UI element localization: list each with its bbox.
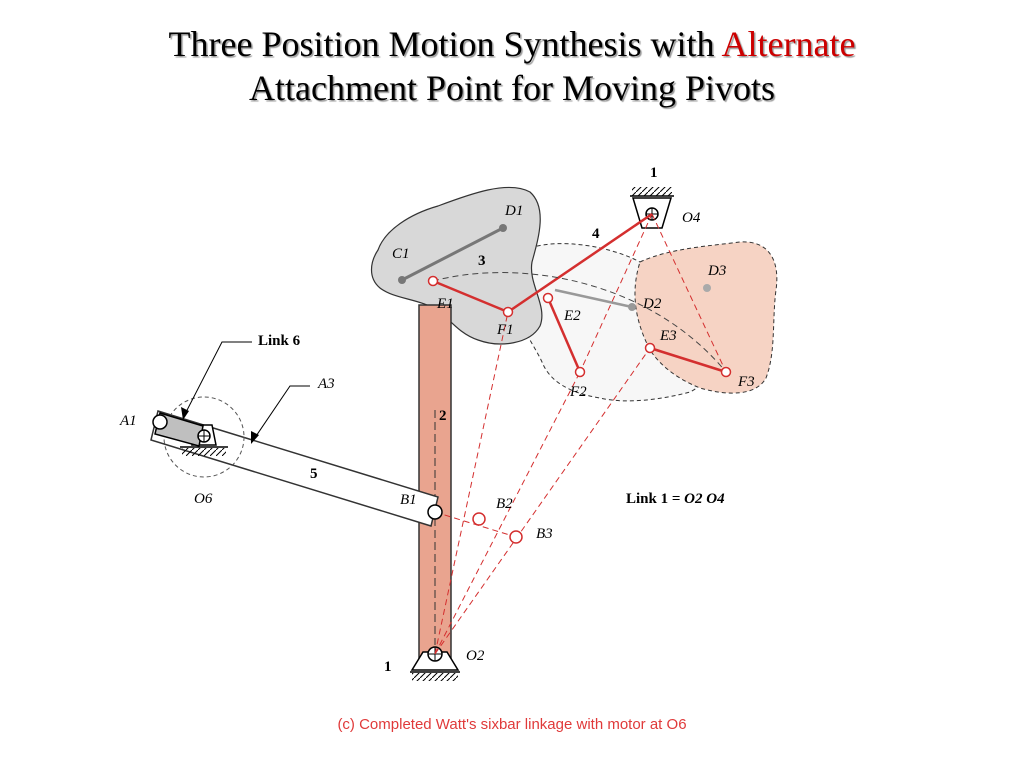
red-links [432, 212, 727, 374]
title-line-2: Attachment Point for Moving Pivots [249, 68, 775, 108]
ground-hatch-o4 [632, 187, 672, 196]
label-a3: A3 [317, 376, 335, 392]
a3-callout-line [251, 385, 310, 443]
title-line-1: Three Position Motion Synthesis with Alt… [0, 22, 1024, 66]
link-3-label: 3 [478, 253, 486, 269]
link-4-label: 4 [592, 226, 600, 242]
joint-b1 [427, 504, 443, 520]
point-f1 [502, 306, 514, 318]
link-4-o4-f1 [507, 212, 653, 314]
label-o6: O6 [194, 491, 213, 507]
point-e1 [427, 275, 439, 287]
ground-label-top: 1 [650, 165, 658, 181]
joint-a1 [152, 414, 168, 430]
link-e1-f1 [432, 279, 509, 314]
point-e2 [542, 292, 554, 304]
slide-title: Three Position Motion Synthesis with Alt… [0, 22, 1024, 110]
label-d3: D3 [707, 263, 726, 279]
link-6-callout-arrow [181, 407, 189, 420]
link-6-swing-circle [163, 396, 245, 478]
link-6-callout-line [182, 341, 252, 419]
point-e3 [644, 342, 656, 354]
link-3-c1-d1 [401, 226, 504, 282]
ground-label-bottom: 1 [384, 659, 392, 675]
construction-line-o2-f2 [434, 371, 581, 655]
title-highlight-word: Alternate [721, 24, 856, 64]
link-1-definition-prefix: Link 1 = [626, 491, 684, 507]
label-e3: E3 [659, 328, 677, 344]
point-d3 [703, 284, 711, 292]
label-d2: D2 [642, 296, 662, 312]
construction-line-o4-f3 [651, 213, 727, 373]
a3-callout-arrow [251, 431, 259, 444]
figure-caption: (c) Completed Watt's sixbar linkage with… [337, 716, 687, 733]
link-d2-line [554, 288, 633, 309]
coupler-curve [432, 272, 727, 373]
label-o2: O2 [466, 648, 485, 664]
link-e2-f2 [546, 297, 582, 373]
label-f3: F3 [737, 374, 755, 390]
open-joints [427, 275, 732, 544]
label-d1: D1 [504, 203, 523, 219]
ground-hatch-o2 [412, 673, 458, 681]
label-a1: A1 [119, 413, 137, 429]
point-d2 [628, 303, 636, 311]
point-labels: A1 A3 O6 O2 O4 B1 B2 B3 C1 D1 D2 D3 E1 E… [119, 203, 755, 664]
link-6-callout-label: Link 6 [258, 333, 301, 349]
link-5-bar [150, 410, 439, 527]
link-1-definition-expr: O2 O4 [684, 491, 725, 507]
label-b1: B1 [400, 492, 417, 508]
point-c1 [398, 276, 406, 284]
point-d1 [499, 224, 507, 232]
point-f3 [720, 366, 732, 378]
label-b2: B2 [496, 496, 513, 512]
construction-line-o2-f1 [434, 311, 509, 655]
ground-hatch-o6 [182, 448, 226, 456]
label-e1: E1 [436, 296, 454, 312]
point-f2 [574, 366, 586, 378]
label-c1: C1 [392, 246, 410, 262]
link-5-label: 5 [310, 466, 318, 482]
coupler-position-1 [370, 186, 543, 345]
construction-line-o4-f2 [579, 213, 653, 373]
label-b3: B3 [536, 526, 553, 542]
label-e2: E2 [563, 308, 581, 324]
link-e3-f3 [649, 346, 727, 374]
label-o4: O4 [682, 210, 701, 226]
point-b3 [509, 530, 523, 544]
link-2-label: 2 [439, 408, 447, 424]
point-b2 [472, 512, 486, 526]
label-f2: F2 [569, 384, 587, 400]
label-f1: F1 [496, 322, 514, 338]
construction-line-o2-e3 [434, 347, 651, 655]
link-1-definition: Link 1 = O2 O4 [626, 491, 725, 507]
title-line-1-text: Three Position Motion Synthesis with [168, 24, 722, 64]
